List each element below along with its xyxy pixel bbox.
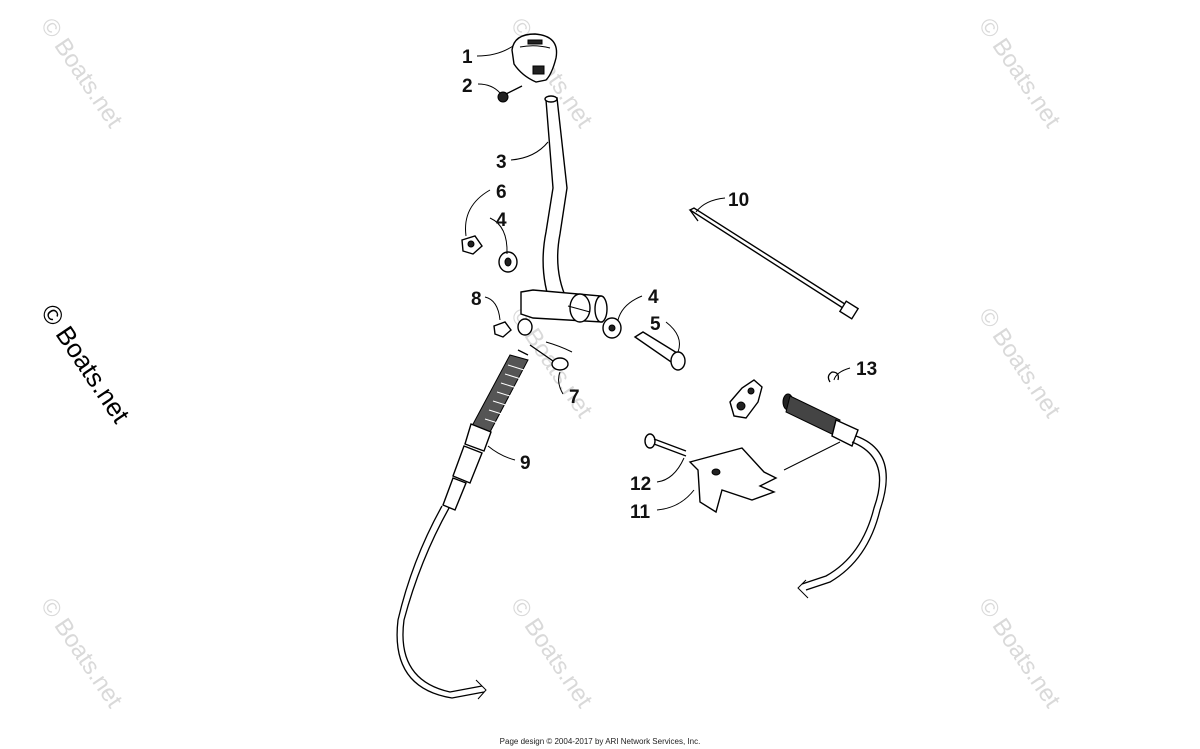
callout-9: 9 <box>520 453 531 474</box>
footer-copyright: Page design © 2004-2017 by ARI Network S… <box>499 737 701 746</box>
watermark-text: © Boats.net <box>973 303 1066 423</box>
washer-right <box>602 317 622 339</box>
bolt <box>529 344 569 371</box>
watermark-text: © Boats.net <box>35 13 128 133</box>
watermark-primary: © Boats.net <box>35 299 136 429</box>
watermark-text: © Boats.net <box>35 593 128 713</box>
shift-cable <box>396 349 529 700</box>
cable-end <box>782 393 887 599</box>
shift-lever <box>520 95 608 323</box>
callout-2: 2 <box>462 76 473 97</box>
callout-11: 11 <box>630 502 651 523</box>
watermark-text: © Boats.net <box>973 13 1066 133</box>
callout-7: 7 <box>569 387 580 408</box>
watermark-text: © Boats.net <box>505 593 598 713</box>
leader-lines <box>465 45 851 511</box>
callout-12: 12 <box>630 474 651 495</box>
callout-1: 1 <box>462 47 473 68</box>
watermark-text: © Boats.net <box>973 593 1066 713</box>
nut-washer-upper <box>461 235 518 273</box>
shift-knob <box>511 33 558 83</box>
callout-8: 8 <box>471 289 482 310</box>
callout-4-right: 4 <box>648 287 659 308</box>
cable-tie <box>688 207 860 320</box>
bracket <box>688 447 778 514</box>
callout-4-upper: 4 <box>496 210 507 231</box>
bracket-bolt <box>644 433 687 457</box>
callout-13: 13 <box>856 359 877 380</box>
clip <box>827 371 840 383</box>
callout-6: 6 <box>496 182 507 203</box>
callout-3: 3 <box>496 152 507 173</box>
callout-5: 5 <box>650 314 661 335</box>
callouts: 1 2 3 6 4 8 4 5 7 9 10 13 12 11 <box>462 47 877 523</box>
callout-10: 10 <box>728 190 749 211</box>
lever-arm <box>729 379 763 419</box>
nut-washer-lower <box>493 318 533 338</box>
screw <box>497 85 523 103</box>
shoulder-pin <box>633 331 686 371</box>
